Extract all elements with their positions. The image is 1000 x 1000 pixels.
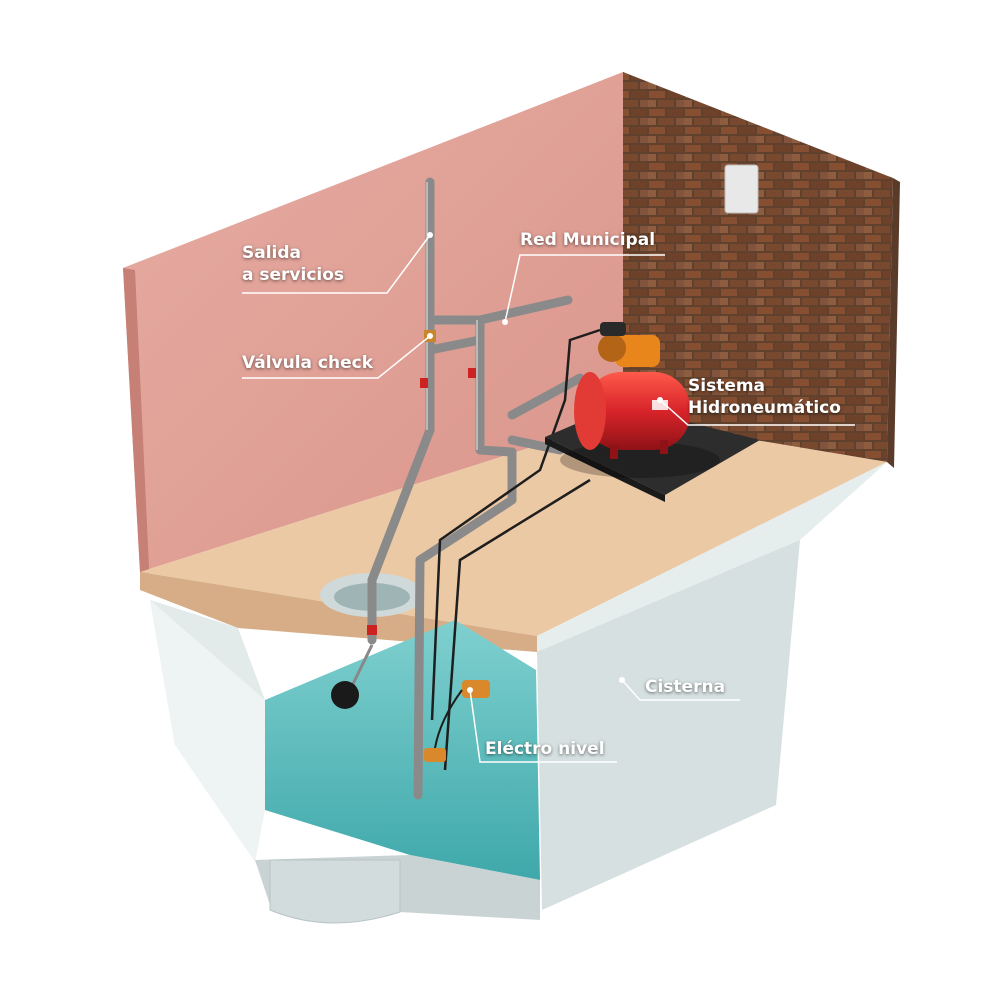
- label-salida-a-servicios: Salida a servicios: [242, 242, 344, 286]
- float-arm: [348, 644, 374, 691]
- label-sistema-hidroneumatico: Sistema Hidroneumático: [688, 375, 841, 419]
- float-switch-cable: [434, 689, 463, 749]
- leader-sistema: [659, 399, 855, 426]
- label-sistema-line1: Sistema: [688, 376, 766, 396]
- brick-wall-shade: [623, 72, 893, 462]
- pump-motor: [615, 335, 660, 367]
- pipe-highlights: [426, 182, 478, 450]
- leader-red-municipal: [504, 254, 665, 323]
- ball-valve-1: [420, 378, 428, 388]
- rubber-mat-edge: [545, 437, 665, 502]
- electrical-box: [724, 164, 759, 214]
- brick-wall: [623, 72, 893, 462]
- pink-wall-edge: [123, 268, 150, 588]
- leader-cisterna: [621, 679, 740, 701]
- tank-shadow: [560, 442, 720, 478]
- leader-salida: [242, 234, 431, 294]
- cistern-sump: [269, 859, 401, 924]
- float-switch-upper: [462, 680, 490, 698]
- label-salida-line2: a servicios: [242, 265, 345, 285]
- ball-valve-3: [367, 625, 377, 635]
- float-switch-lower: [424, 748, 446, 762]
- label-cisterna: Cisterna: [645, 677, 726, 697]
- cistern-right-face: [537, 540, 800, 910]
- leader-valvula: [242, 335, 431, 379]
- ball-valve-2: [468, 368, 476, 378]
- label-electro-nivel: Eléctro nivel: [485, 739, 605, 759]
- tank-leg-1: [610, 445, 618, 459]
- label-sistema-line2: Hidroneumático: [688, 398, 841, 418]
- pressure-tank-body: [585, 372, 690, 450]
- label-valvula-check: Válvula check: [242, 353, 374, 373]
- tank-label: [652, 400, 668, 410]
- float-ball: [331, 681, 359, 709]
- leader-electro-nivel: [469, 689, 617, 763]
- cistern-top-right: [537, 462, 887, 652]
- cistern-left-wall-cut: [150, 600, 265, 862]
- brick-wall-edge: [887, 178, 900, 468]
- label-red-municipal: Red Municipal: [520, 230, 656, 250]
- tank-leg-2: [660, 440, 668, 454]
- pump-head: [600, 322, 626, 336]
- pump-housing: [598, 334, 626, 362]
- label-salida-line1: Salida: [242, 243, 302, 263]
- pressure-tank-end: [574, 372, 606, 450]
- pipes: [367, 177, 585, 800]
